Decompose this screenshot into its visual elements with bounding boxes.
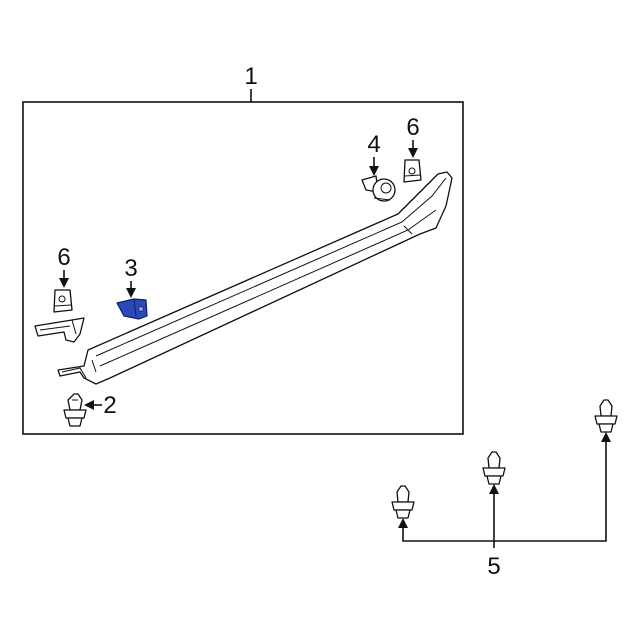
clip-6-left[interactable] — [53, 289, 73, 313]
callout-5-label: 5 — [487, 553, 500, 580]
callout-5-leader-left — [402, 528, 494, 542]
callout-5-arrow-right — [601, 432, 611, 442]
callout-5-arrow-left — [398, 518, 408, 528]
callout-6-right-arrow — [408, 148, 418, 158]
callout-6-right-label: 6 — [406, 114, 419, 141]
mounting-bracket[interactable] — [34, 317, 85, 343]
push-pin-5-right[interactable] — [594, 399, 618, 433]
callout-2-label: 2 — [103, 392, 116, 419]
callout-3-label: 3 — [124, 255, 137, 282]
push-pin-5-left[interactable] — [391, 485, 415, 519]
callout-5-arrow-middle — [489, 484, 499, 494]
callout-6-left-label: 6 — [57, 244, 70, 271]
push-pin-2[interactable] — [63, 393, 87, 427]
callout-6-left-arrow — [59, 278, 69, 288]
callout-1-label: 1 — [244, 63, 257, 90]
assembly-frame — [22, 101, 464, 435]
callout-4-arrow — [369, 166, 379, 176]
grommet-4[interactable] — [361, 175, 396, 202]
clip-6-right[interactable] — [403, 159, 422, 183]
callout-4-label: 4 — [367, 131, 380, 158]
rocker-panel[interactable] — [57, 171, 453, 385]
callout-3-arrow — [126, 288, 136, 298]
push-pin-5-middle[interactable] — [482, 451, 506, 485]
callout-5-leader-right — [494, 442, 607, 542]
callout-2-arrow — [84, 400, 94, 410]
retainer-3-highlighted[interactable] — [116, 298, 148, 320]
